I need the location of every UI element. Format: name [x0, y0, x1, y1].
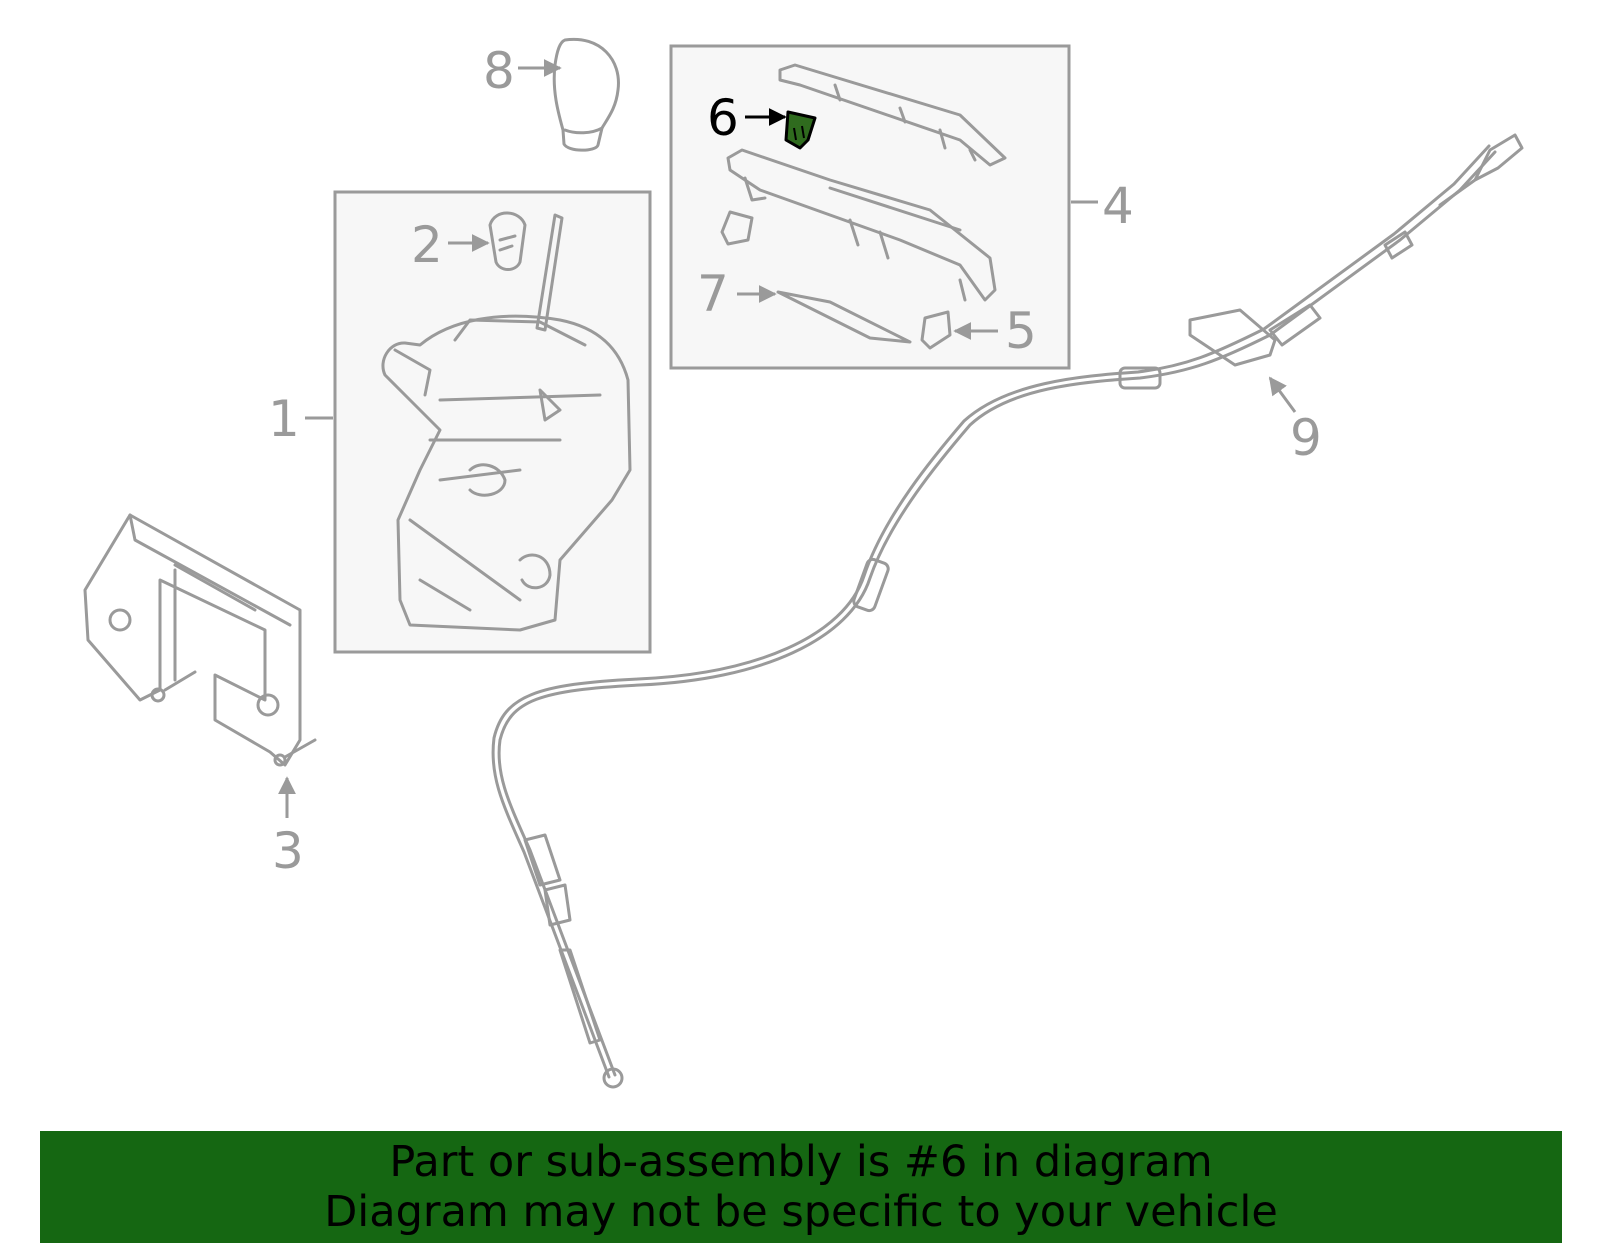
callout-6: 6: [707, 89, 739, 147]
callout-2: 2: [411, 216, 443, 274]
callout-9: 9: [1290, 409, 1322, 467]
callout-3: 3: [272, 822, 304, 880]
assembly-4-box: [669, 44, 1071, 370]
part-7-pad: [776, 290, 912, 344]
part-8-shift-knob: [552, 37, 620, 152]
callout-1: 1: [268, 390, 300, 448]
callout-5: 5: [1005, 302, 1037, 360]
banner-line-2: Diagram may not be specific to your vehi…: [324, 1187, 1278, 1237]
part-5-clip: [920, 310, 952, 350]
info-banner: Part or sub-assembly is #6 in diagram Di…: [40, 1131, 1562, 1243]
part-9-shift-cable: [491, 133, 1524, 1089]
assembly-1-box: [333, 190, 652, 654]
banner-line-1: Part or sub-assembly is #6 in diagram: [389, 1137, 1213, 1187]
callout-7: 7: [697, 265, 729, 323]
part-4-clip: [720, 210, 754, 246]
callout-8: 8: [483, 42, 515, 100]
part-4-bezel: [726, 63, 1007, 302]
part-6-clip-highlighted: [784, 110, 817, 150]
leader-lines: [278, 59, 1297, 818]
part-1-shifter-assembly: [381, 213, 632, 632]
part-2-bulb: [488, 211, 527, 271]
callout-4: 4: [1102, 177, 1134, 235]
part-3-bracket: [83, 513, 317, 767]
